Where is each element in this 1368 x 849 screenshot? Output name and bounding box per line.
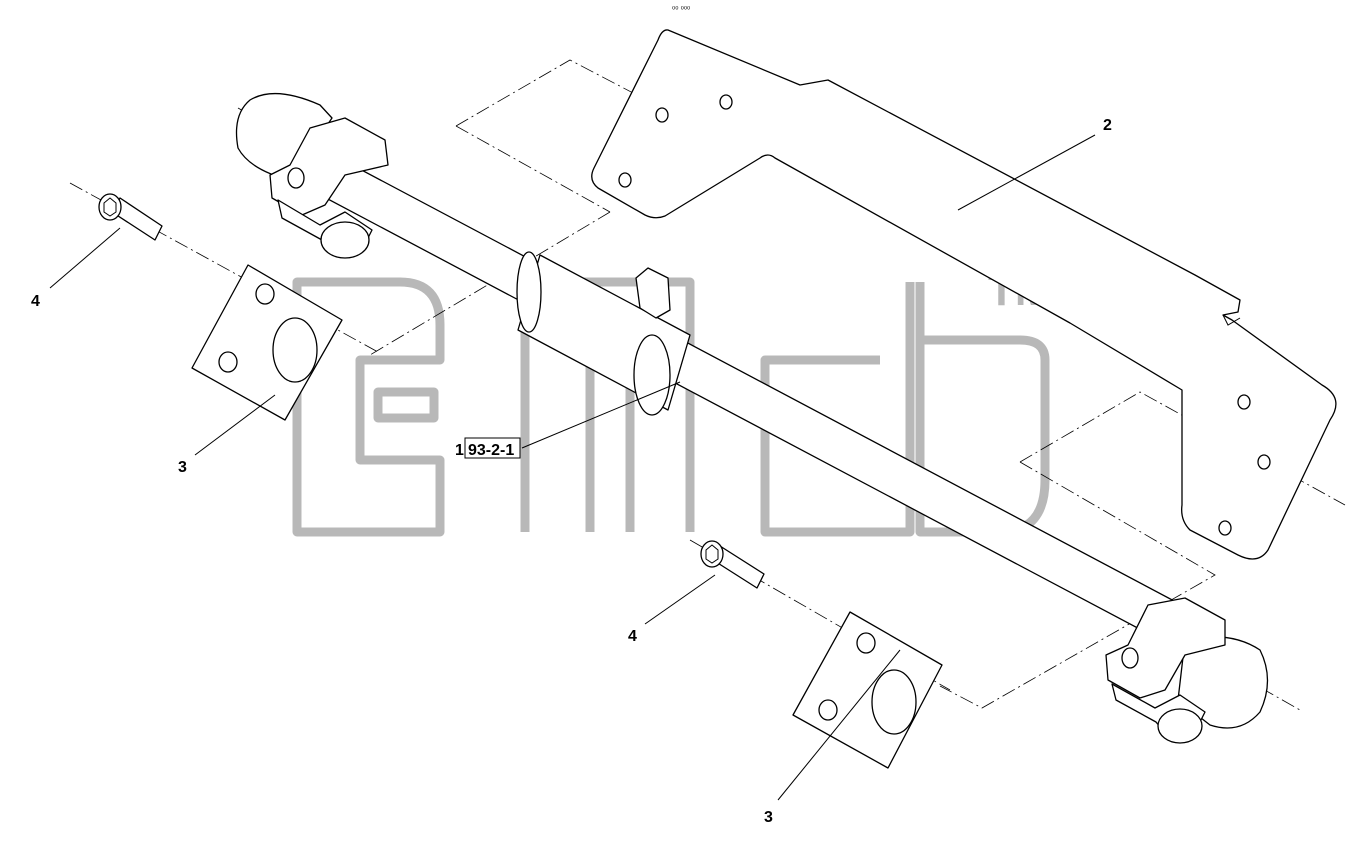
rod-end-cap-left: [235, 92, 333, 181]
leader-lines: [49, 134, 1096, 801]
clamp-right: [1105, 597, 1226, 699]
clamp-knob-left: [320, 221, 370, 259]
callout-plate-left: 3: [178, 459, 187, 476]
callout-rod: 1 93-2-1: [455, 437, 521, 459]
clamp-left: [269, 117, 389, 216]
callout-rod-ref-frame: [464, 437, 521, 459]
rod-sleeve-end: [516, 251, 542, 333]
callout-bracket: 2: [1103, 117, 1112, 134]
clamp-plate-left: [191, 264, 343, 421]
callout-bolt-right: 4: [628, 628, 637, 645]
drawing-code-mark: ⁰⁰ ⁰⁰⁰: [672, 5, 690, 14]
rod-assembly: [235, 92, 1269, 744]
callout-bolt-left: 4: [31, 293, 40, 310]
callout-plate-right: 3: [764, 809, 773, 826]
rod-end-cap-right: [1177, 636, 1269, 729]
callout-rod-number: 1: [455, 442, 464, 459]
bracket-holes: [618, 94, 1271, 536]
callout-rod-ref: 93-2-1: [468, 442, 514, 459]
clamp-knob-right: [1157, 708, 1203, 744]
mounting-bracket: [591, 29, 1337, 560]
grease-nipple: [635, 267, 671, 319]
bolt-right: [700, 540, 765, 589]
bolt-left: [98, 193, 163, 241]
